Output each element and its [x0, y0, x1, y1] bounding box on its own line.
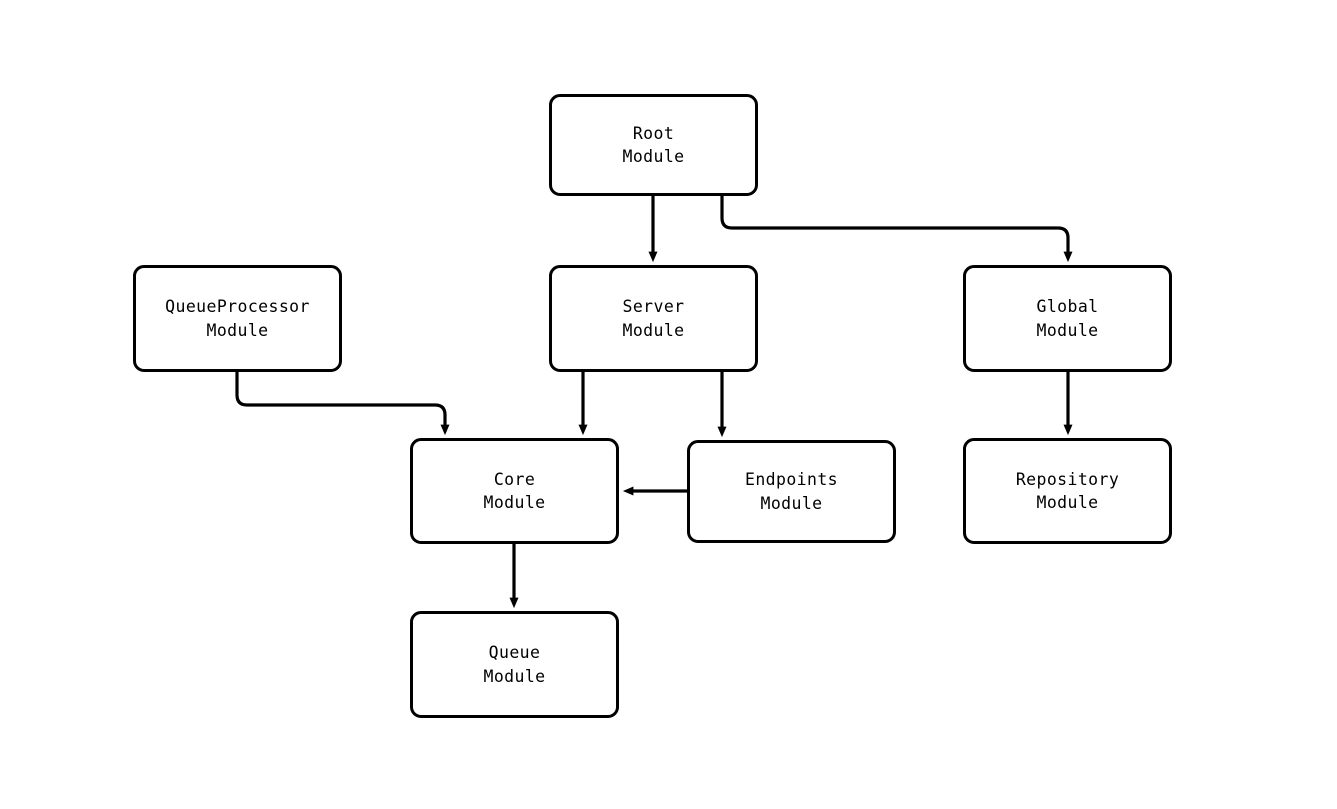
edge-root-to-global: [720, 196, 1073, 263]
node-queueprocessor-module-title: QueueProcessor: [165, 297, 310, 317]
node-endpoints-module-title: Endpoints: [744, 470, 838, 490]
node-endpoints-module[interactable]: Endpoints Module: [687, 440, 896, 543]
node-repository-module[interactable]: Repository Module: [963, 438, 1172, 544]
node-global-module-subtitle: Module: [1036, 320, 1099, 340]
node-repository-module-subtitle: Module: [1036, 493, 1099, 512]
node-queue-module-subtitle: Module: [483, 666, 546, 686]
node-server-module[interactable]: Server Module: [549, 265, 758, 372]
node-queueprocessor-module[interactable]: QueueProcessor Module: [133, 265, 342, 372]
node-repository-module-title: Repository: [1015, 469, 1120, 489]
node-queue-module-title: Queue: [488, 643, 541, 663]
node-root-module-title: Root: [632, 123, 675, 143]
node-queue-module[interactable]: Queue Module: [410, 611, 619, 718]
node-server-module-title: Server: [622, 297, 685, 317]
node-queueprocessor-module-subtitle: Module: [206, 320, 269, 340]
node-endpoints-module-subtitle: Module: [760, 493, 823, 513]
node-core-module-title: Core: [493, 469, 536, 489]
node-core-module[interactable]: Core Module: [410, 438, 619, 544]
node-server-module-subtitle: Module: [622, 320, 685, 340]
node-global-module-title: Global: [1036, 297, 1099, 317]
node-root-module-subtitle: Module: [622, 147, 685, 166]
node-root-module[interactable]: Root Module: [549, 94, 758, 196]
node-core-module-subtitle: Module: [483, 493, 546, 512]
edge-queueprocessor-to-core: [235, 372, 450, 436]
node-global-module[interactable]: Global Module: [963, 265, 1172, 372]
